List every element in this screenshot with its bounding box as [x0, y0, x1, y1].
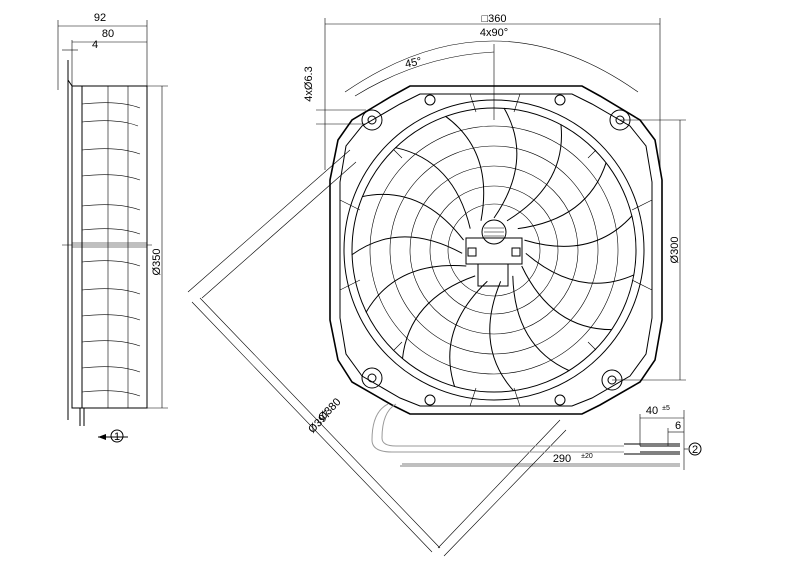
dim-label-290: 290 [553, 453, 571, 465]
dim-label-300: Ø300 [669, 237, 681, 264]
dim-label-40: 40 [646, 405, 658, 417]
dim-label-45: 45° [404, 55, 423, 70]
callout-label-1: 1 [114, 431, 120, 443]
mount-hole-bottom-left [361, 367, 383, 389]
dim-label-80: 80 [102, 28, 114, 40]
dim-label-holes: 4xØ6.3 [303, 66, 315, 101]
fan-guard [343, 99, 645, 401]
dim-arc-45 [354, 51, 495, 97]
side-view: 92 80 4 [57, 12, 168, 443]
dim-label-92: 92 [94, 12, 106, 24]
cable: 40 ±5 6 2 290 ±20 [371, 403, 702, 470]
fan-shroud [329, 85, 663, 415]
fan-blades [351, 107, 635, 392]
dim-label-6: 6 [675, 420, 681, 432]
dim-tol-290: ±20 [581, 453, 593, 460]
dim-label-350: Ø350 [151, 249, 163, 276]
mount-hole-top-left [361, 109, 383, 131]
callout-label-2: 2 [692, 444, 698, 456]
dim-label-360: □360 [482, 13, 507, 25]
cable-wire-1 [371, 403, 624, 453]
dim-tol-40: ±5 [662, 405, 670, 412]
dim-label-4x90: 4x90° [480, 27, 508, 39]
callout-circle-2 [688, 442, 702, 456]
side-blades [81, 86, 141, 408]
dim-line-397 [191, 301, 433, 553]
dim-label-4: 4 [92, 39, 98, 51]
shroud-ribs [339, 93, 653, 407]
dim-line-380 [199, 297, 441, 549]
cable-wire-2 [381, 403, 624, 447]
dim-arc-4x90 [344, 40, 639, 93]
callout-circle-1 [110, 429, 124, 443]
front-view: □360 4x90° 45° 4xØ6.3 [187, 13, 686, 557]
motor-hub [465, 219, 523, 287]
